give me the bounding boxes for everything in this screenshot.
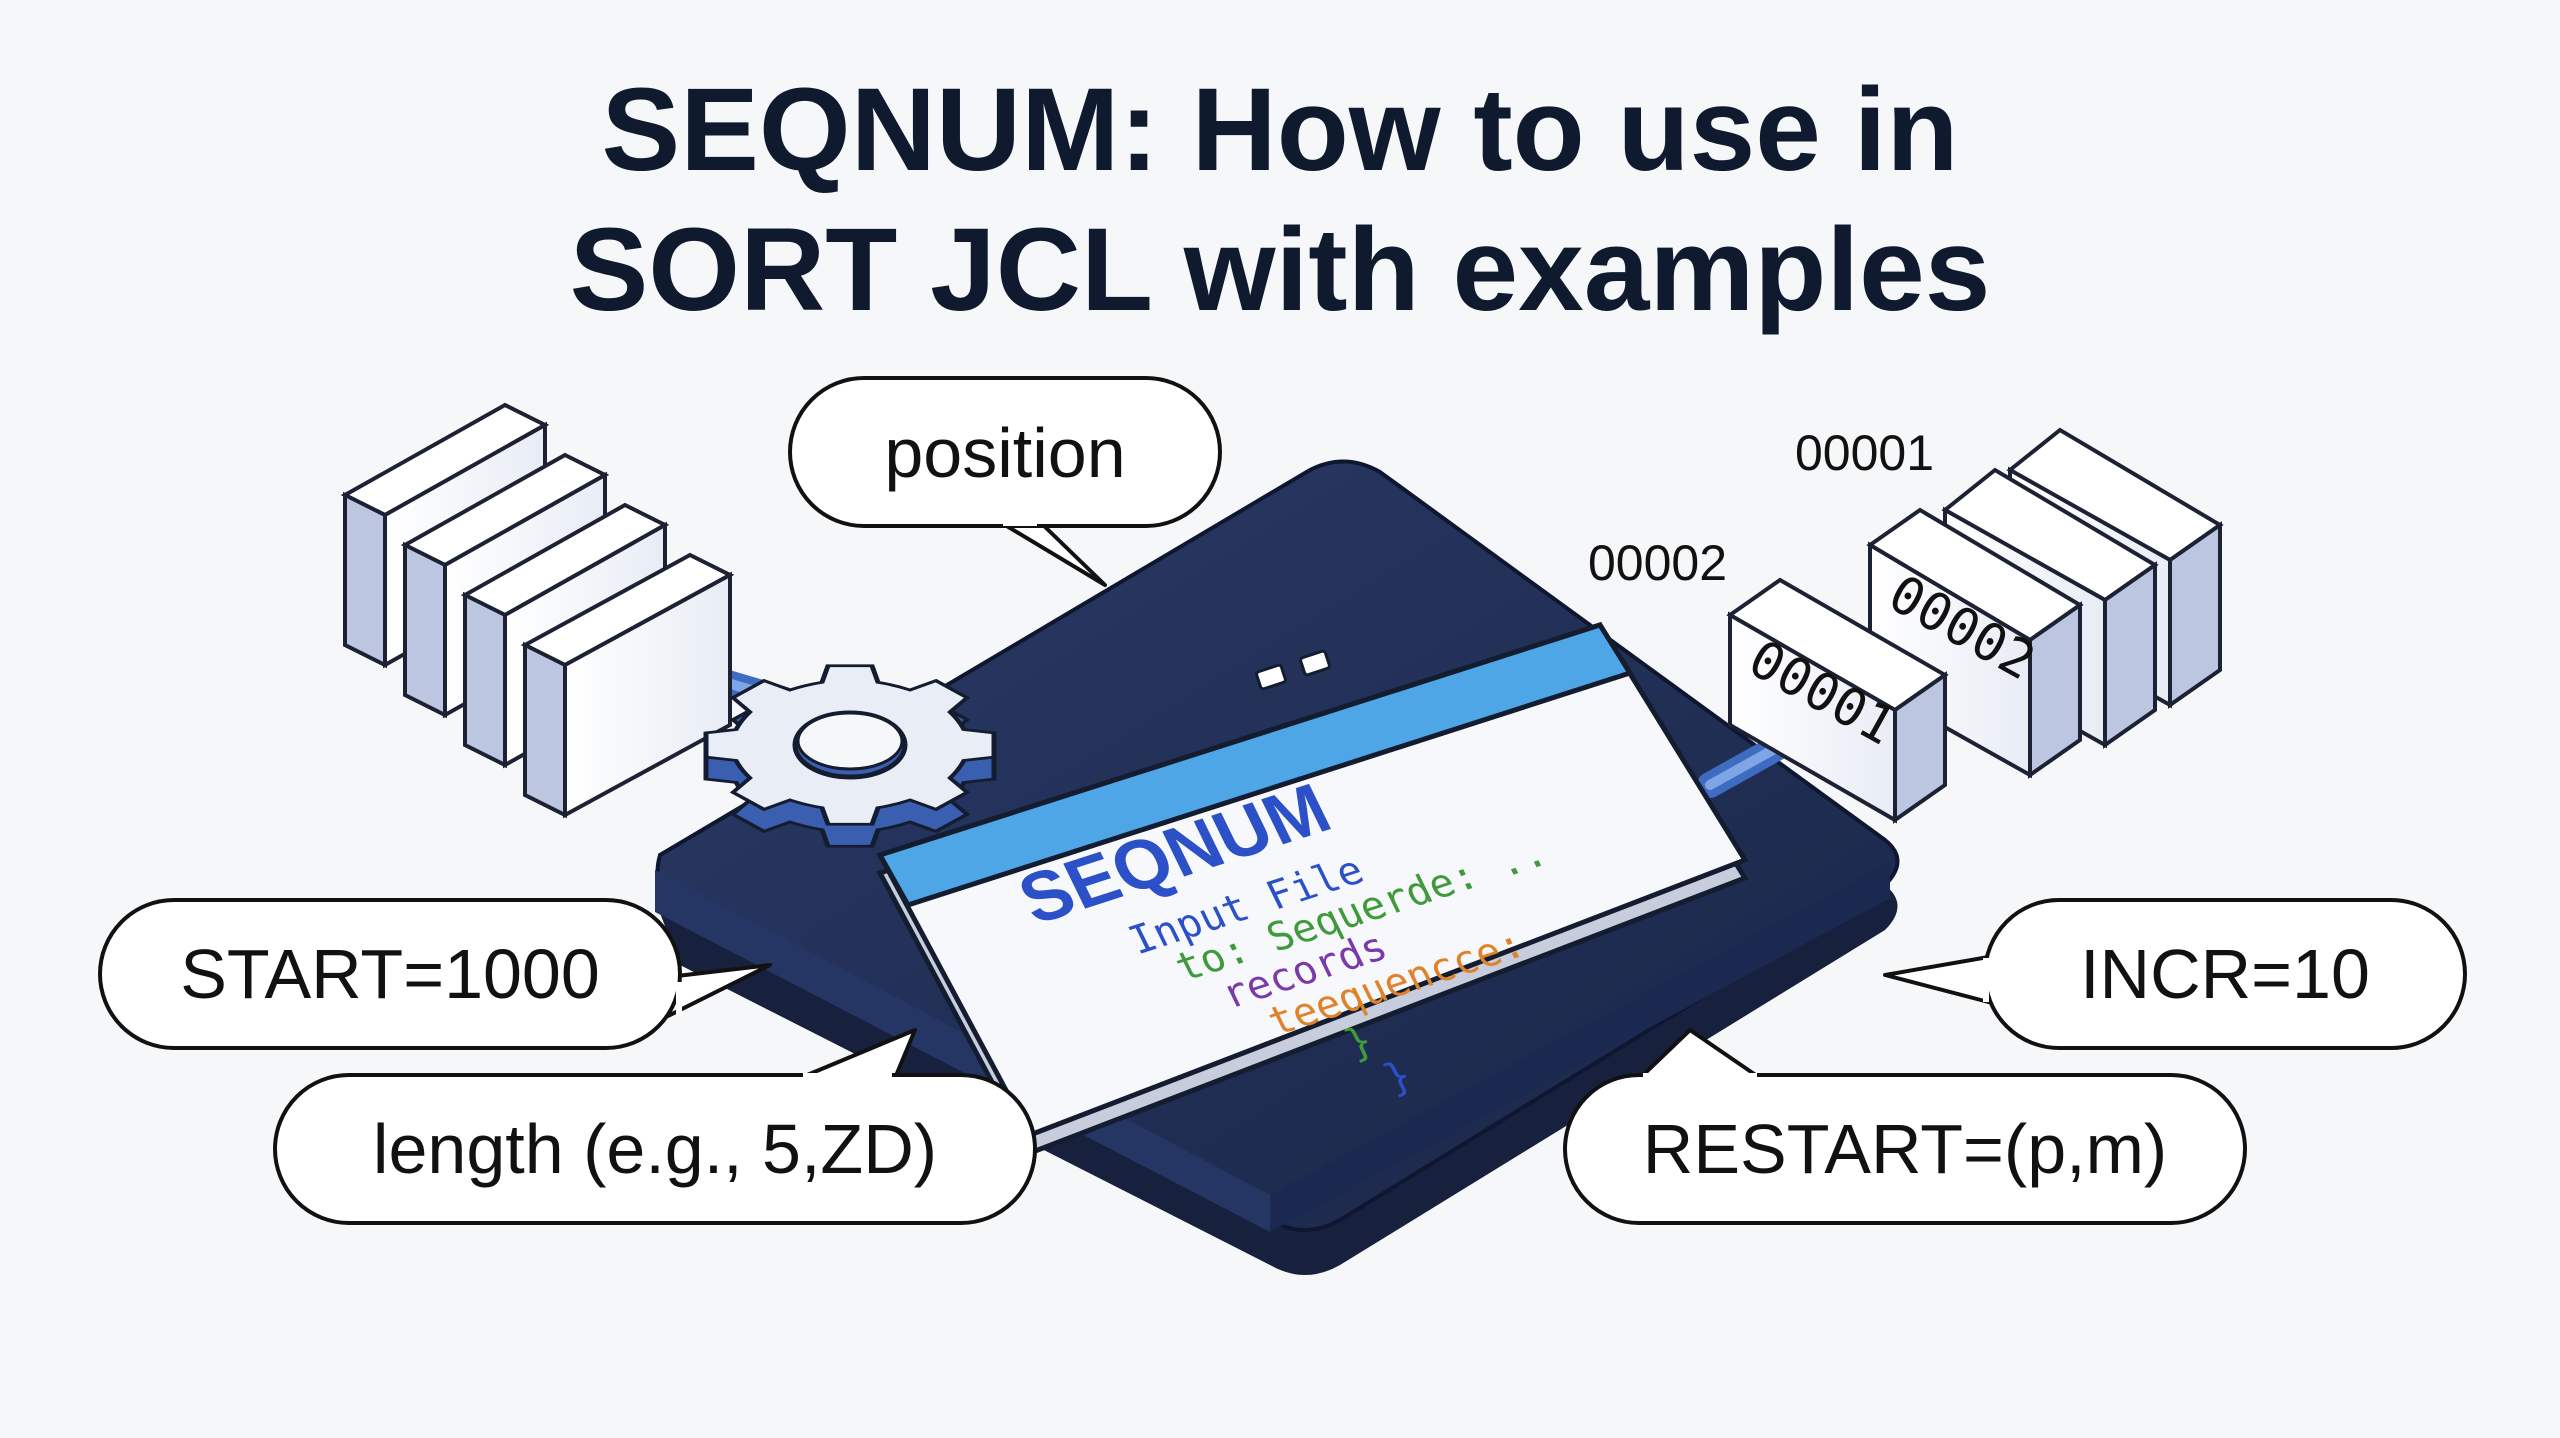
callout-restart: RESTART=(p,m) [1563,1028,2247,1225]
title-line-1: SEQNUM: How to use in [601,64,1959,196]
sequence-label-top: 00001 [1795,425,1934,481]
gear-icon [703,664,997,848]
output-records-icon: 00002 00001 [1726,427,2224,824]
callout-start-text: START=1000 [180,935,600,1013]
window-buttons-icon [1255,649,1331,691]
callout-position: position [788,376,1222,587]
callout-incr: INCR=10 [1883,898,2467,1050]
callout-position-text: position [884,414,1125,492]
diagram-title: SEQNUM: How to use in SORT JCL with exam… [0,60,2560,340]
callout-start: START=1000 [98,898,772,1050]
sequence-label-left: 00002 [1588,535,1727,591]
input-records-icon [340,402,735,819]
title-line-2: SORT JCL with examples [569,204,1991,336]
callout-length-text: length (e.g., 5,ZD) [373,1110,937,1188]
callout-length: length (e.g., 5,ZD) [273,1028,1037,1225]
callout-incr-text: INCR=10 [2080,935,2370,1013]
callout-restart-text: RESTART=(p,m) [1643,1110,2167,1188]
seqnum-code-window: SEQNUM Input File to: Sequerde: .. recor… [876,622,1749,1157]
